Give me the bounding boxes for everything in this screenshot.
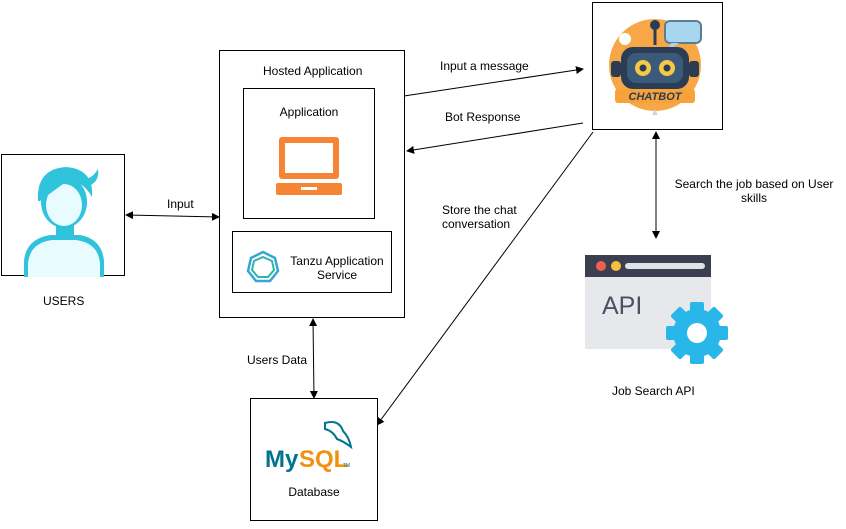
users-label: USERS [43, 294, 85, 308]
edge-label-input-message: Input a message [440, 59, 529, 73]
api-node: API [585, 255, 731, 365]
edge-label-store-line2: conversation [442, 217, 511, 231]
edge-label-users-data: Users Data [247, 353, 308, 367]
api-label: Job Search API [612, 384, 695, 398]
laptop-icon [276, 137, 342, 195]
users-node [1, 154, 125, 277]
database-label: Database [288, 485, 340, 499]
tanzu-label-line2: Service [316, 268, 357, 282]
chatbot-logo-text: CHATBOT [629, 91, 683, 103]
edge-chatbot-to-database [376, 131, 594, 426]
edge-label-store-line1: Store the chat [442, 203, 517, 217]
api-logo-text: API [602, 292, 642, 320]
edge-hosted-to-chatbot [403, 66, 584, 97]
hosted-application-node: Hosted Application Application Tanzu App… [219, 50, 405, 318]
chatbot-node: CHATBOT [592, 2, 723, 130]
hosted-application-title: Hosted Application [263, 64, 363, 78]
chatbot-robot-icon: CHATBOT [609, 19, 702, 115]
tanzu-logo-icon [246, 250, 280, 283]
database-node: My SQL TM Database [250, 398, 378, 521]
edge-label-search-line2: skills [741, 191, 767, 205]
user-avatar-icon [24, 167, 104, 277]
mysql-tm-text: TM [343, 463, 350, 469]
edge-label-bot-response: Bot Response [445, 110, 521, 124]
mysql-my-text: My [265, 446, 299, 473]
mysql-logo-icon: My SQL TM [265, 421, 353, 473]
edge-label-search-line1: Search the job based on User [674, 177, 834, 191]
mysql-sql-text: SQL [299, 446, 348, 473]
edge-hosted-database [309, 318, 318, 399]
edge-users-hosted [125, 211, 220, 221]
api-window-icon: API [585, 255, 728, 364]
application-node: Application [243, 88, 375, 219]
application-label: Application [279, 105, 339, 119]
edge-label-input: Input [167, 197, 194, 211]
tanzu-label-line1: Tanzu Application [290, 254, 384, 268]
edge-chatbot-to-hosted [406, 122, 584, 154]
tanzu-node: Tanzu Application Service [232, 231, 392, 293]
